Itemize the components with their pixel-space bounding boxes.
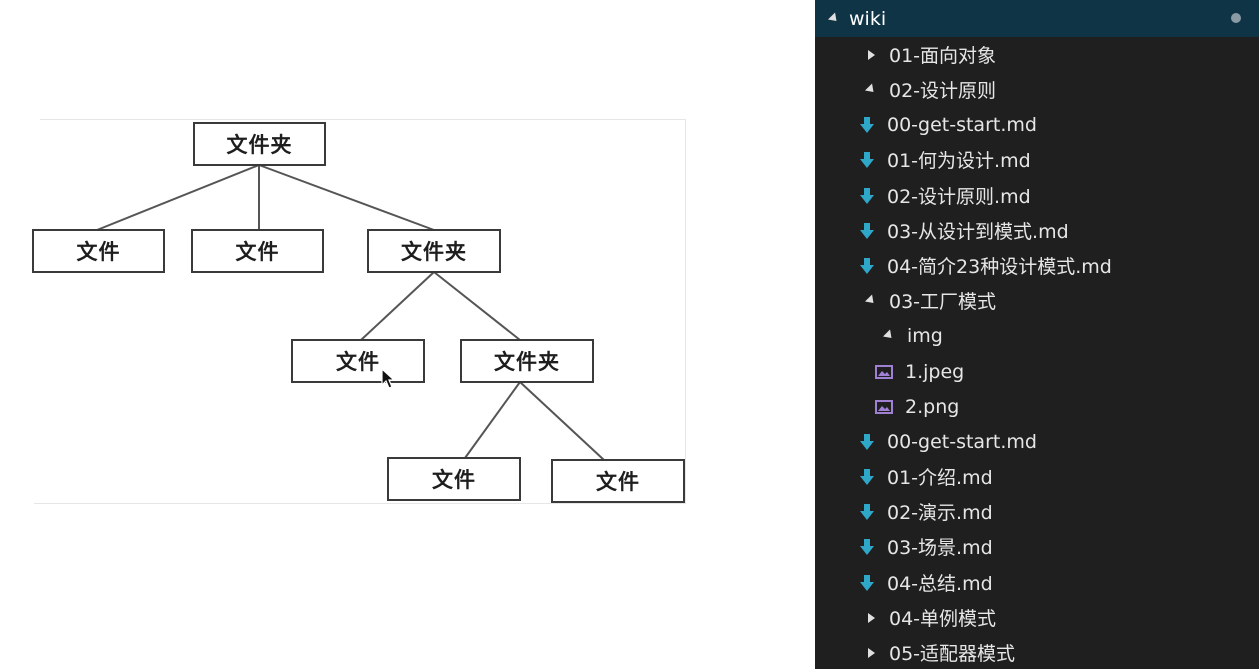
chevron-down-icon [881, 329, 897, 342]
explorer-root-title: wiki [849, 7, 887, 30]
diagram-frame-right [685, 119, 686, 503]
markdown-file-icon [860, 433, 874, 450]
tree-file-item[interactable]: 01-何为设计.md [815, 142, 1259, 177]
tree-file-item[interactable]: 02-设计原则.md [815, 178, 1259, 213]
markdown-file-icon [860, 503, 874, 520]
node-l3-file-a: 文件 [387, 457, 521, 501]
node-l2-folder: 文件夹 [460, 339, 594, 383]
edge-subfolder-file1 [464, 381, 521, 459]
chevron-right-icon [863, 647, 879, 658]
markdown-file-icon [860, 538, 874, 555]
diagram-connectors [96, 164, 605, 461]
tree-file-item[interactable]: 04-总结.md [815, 565, 1259, 600]
tree-item-label: 00-get-start.md [887, 113, 1037, 136]
tree-folder-item[interactable]: 04-单例模式 [815, 600, 1259, 635]
image-file-icon [875, 399, 893, 414]
tree-item-label: img [907, 324, 943, 347]
tree-item-label: 02-设计原则 [889, 80, 997, 102]
diagram-canvas: 文件夹 文件 文件 文件夹 文件 文件夹 文件 文件 [32, 119, 686, 504]
tree-item-label: 02-演示.md [887, 502, 993, 524]
tree-item-label: 1.jpeg [905, 360, 965, 383]
tree-file-item[interactable]: 03-场景.md [815, 529, 1259, 564]
diagram-frame-top [40, 119, 686, 120]
node-l3-file-b: 文件 [551, 459, 685, 503]
tree-item-label: 05-适配器模式 [889, 643, 1016, 665]
tree-folder-item[interactable]: 02-设计原则 [815, 72, 1259, 107]
tree-file-item[interactable]: 1.jpeg [815, 354, 1259, 389]
tree-folder-item[interactable]: 01-面向对象 [815, 37, 1259, 72]
tree-item-label: 03-从设计到模式.md [887, 221, 1069, 243]
edge-root-folder [258, 164, 435, 231]
markdown-file-icon [860, 574, 874, 591]
chevron-right-icon [863, 612, 879, 623]
file-explorer: wiki 01-面向对象 02-设计原则 00-get-start.md 01-何为设… [815, 0, 1259, 669]
markdown-file-icon [860, 187, 874, 204]
edge-subfolder-file2 [519, 381, 605, 461]
markdown-file-icon [860, 222, 874, 239]
explorer-root-header[interactable]: wiki [815, 0, 1259, 37]
tree-file-item[interactable]: 00-get-start.md [815, 424, 1259, 459]
node-l1-folder: 文件夹 [367, 229, 501, 273]
chevron-down-icon [827, 12, 841, 25]
chevron-down-icon [863, 294, 879, 307]
edge-root-file1 [96, 164, 260, 231]
mouse-cursor-icon [381, 368, 395, 389]
markdown-file-icon [860, 257, 874, 274]
markdown-file-icon [860, 116, 874, 133]
unsaved-dot-icon [1231, 13, 1241, 23]
node-root-folder: 文件夹 [193, 122, 326, 166]
tree-item-label: 04-单例模式 [889, 608, 997, 630]
tree-item-label: 02-设计原则.md [887, 186, 1031, 208]
tree-item-label: 01-介绍.md [887, 467, 993, 489]
image-file-icon [875, 364, 893, 379]
tree-file-item[interactable]: 03-从设计到模式.md [815, 213, 1259, 248]
markdown-file-icon [860, 151, 874, 168]
diagram-frame-bottom [34, 503, 686, 504]
node-l1-file-a: 文件 [32, 229, 165, 273]
chevron-down-icon [863, 83, 879, 96]
tree-item-label: 03-场景.md [887, 537, 993, 559]
tree-folder-item[interactable]: 03-工厂模式 [815, 283, 1259, 318]
edge-folder-file [360, 271, 435, 341]
tree-file-item[interactable]: 01-介绍.md [815, 459, 1259, 494]
tree-item-label: 01-何为设计.md [887, 150, 1031, 172]
tree-file-item[interactable]: 02-演示.md [815, 494, 1259, 529]
tree-folder-item[interactable]: 05-适配器模式 [815, 635, 1259, 670]
edge-folder-subfolder [433, 271, 521, 341]
tree-item-label: 04-简介23种设计模式.md [887, 256, 1112, 278]
tree-folder-item[interactable]: img [815, 318, 1259, 353]
chevron-right-icon [863, 49, 879, 60]
node-l1-file-b: 文件 [191, 229, 324, 273]
tree-item-label: 04-总结.md [887, 573, 993, 595]
tree-file-item[interactable]: 04-简介23种设计模式.md [815, 248, 1259, 283]
tree-item-label: 03-工厂模式 [889, 291, 997, 313]
markdown-file-icon [860, 468, 874, 485]
tree-item-label: 01-面向对象 [889, 45, 997, 67]
tree-item-label: 00-get-start.md [887, 430, 1037, 453]
node-l2-file: 文件 [291, 339, 425, 383]
tree-file-item[interactable]: 2.png [815, 389, 1259, 424]
tree-item-label: 2.png [905, 395, 960, 418]
tree-file-item[interactable]: 00-get-start.md [815, 107, 1259, 142]
